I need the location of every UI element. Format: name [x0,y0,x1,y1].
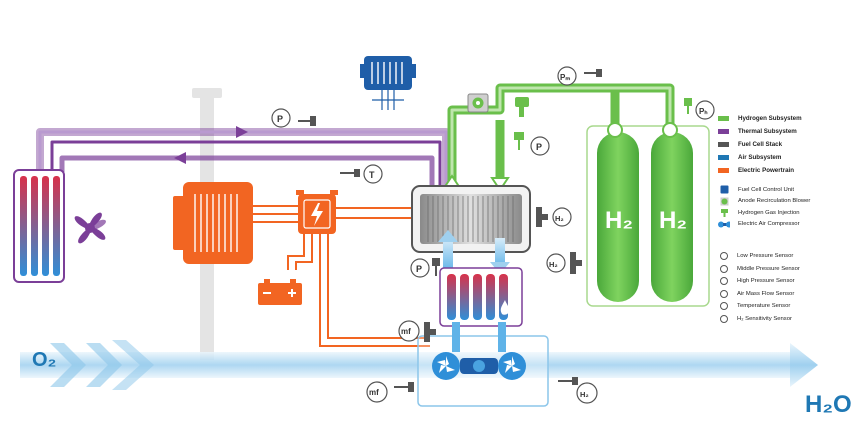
control-unit-icon [718,185,730,194]
sensor-p-thermal: P [271,108,316,128]
svg-text:P: P [277,114,283,124]
svg-text:Pₘ: Pₘ [560,73,570,82]
subsystem-legend: Hydrogen Subsystem Thermal Subsystem Fue… [718,112,863,177]
sensor-icon [720,277,728,286]
svg-text:mf: mf [401,327,411,336]
electric-motor [173,182,253,264]
legend-item-injector: Hydrogen Gas Injection [718,207,863,219]
sensor-icon [720,314,728,323]
sensor-p-h2-line: P [514,132,550,156]
svg-text:H₂: H₂ [549,260,558,269]
sensor-h2-stack: H₂ [536,207,572,227]
power-inverter [296,190,338,234]
legend-item-low-pressure: Low Pressure Sensor [718,250,863,263]
control-unit-icon [360,56,416,110]
svg-text:mf: mf [369,388,379,397]
injector-icon [718,208,730,218]
legend-item-temperature: Temperature Sensor [718,300,863,313]
legend-item-control-unit: Fuel Cell Control Unit [718,184,863,196]
svg-text:P: P [416,264,422,274]
sensor-mf-upper: mf [398,320,436,342]
legend-item-h2-sensitivity: H₂ Sensitivity Sensor [718,313,863,326]
radiator [13,169,65,283]
sensor-icon [720,264,728,273]
hydrogen-tank-left [597,122,639,302]
component-legend: Fuel Cell Control Unit Anode Recirculati… [718,184,863,230]
sensor-legend: Low Pressure Sensor Middle Pressure Sens… [718,250,863,325]
legend-item-hydrogen: Hydrogen Subsystem [718,112,863,125]
h2-flow-arrow-down [490,177,510,192]
sensor-pm: Pₘ [557,66,602,86]
humidifier [439,267,523,327]
sensor-h2-tank: H₂ [546,252,582,274]
legend-item-blower: Anode Recirculation Blower [718,196,863,208]
legend-item-middle-pressure: Middle Pressure Sensor [718,263,863,276]
legend-item-thermal: Thermal Subsystem [718,125,863,138]
tank-left-label: H₂ [605,207,633,234]
legend-item-high-pressure: High Pressure Sensor [718,275,863,288]
legend-item-air-mass-flow: Air Mass Flow Sensor [718,288,863,301]
hydrogen-swatch [718,116,729,121]
legend-item-stack: Fuel Cell Stack [718,138,863,151]
sensor-p-humidifier: P [410,258,440,278]
h2o-label: H₂O [805,391,852,418]
sensor-icon [720,252,728,261]
electric-air-compressor-icon [432,322,526,380]
svg-text:H₂: H₂ [580,390,589,399]
air-swatch [718,155,729,160]
fuel-cell-stack [411,185,531,253]
sensor-ph: Pₕ [684,98,715,120]
legend-item-air: Air Subsystem [718,151,863,164]
svg-text:H₂: H₂ [555,214,564,223]
stack-swatch [718,142,729,147]
svg-text:Pₕ: Pₕ [699,107,708,116]
legend-item-compressor: Electric Air Compressor [718,219,863,231]
sensor-h2-exhaust: H₂ [558,377,598,404]
battery-icon [258,279,302,305]
sensor-icon [720,289,728,298]
sensor-mf-lower: mf [366,381,414,403]
svg-text:P: P [536,142,542,152]
thermal-arrow-left [174,152,186,164]
thermal-swatch [718,129,729,134]
tank-enclosure [586,125,710,307]
compressor-icon [718,220,730,229]
air-main-flow [20,340,818,390]
hydrogen-tank-right [651,122,693,302]
fan-icon [74,212,106,244]
blower-icon [718,197,730,206]
o2-label: O₂ [32,349,56,371]
thermal-arrow-right [236,126,248,138]
powertrain-swatch [718,168,729,173]
svg-text:T: T [369,170,375,180]
sensor-icon [720,302,728,311]
tank-right-label: H₂ [659,207,687,234]
power-cables [253,205,430,347]
anode-recirculation-blower-icon [467,93,489,113]
hydrogen-injector-icon [515,97,529,117]
sensor-t-thermal: T [340,164,383,184]
legend-item-powertrain: Electric Powertrain [718,164,863,177]
